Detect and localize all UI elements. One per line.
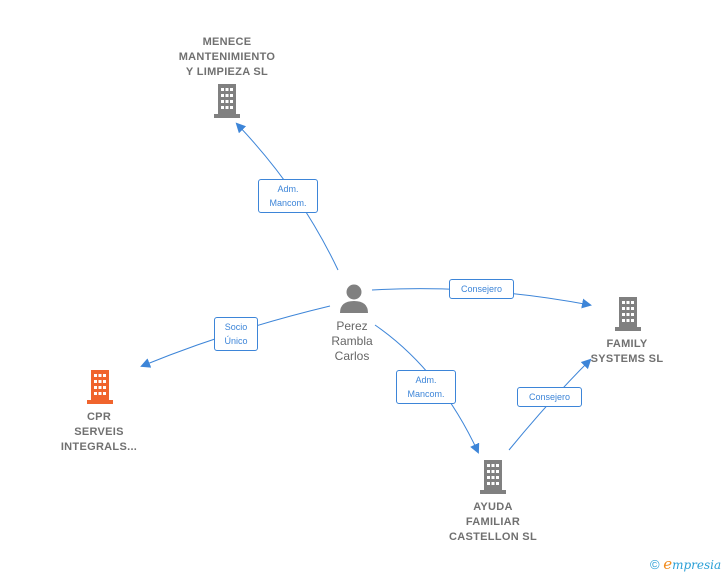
node-label-line: MANTENIMIENTO — [178, 51, 276, 63]
person-icon[interactable] — [338, 283, 370, 313]
edge-label-line: Mancom. — [269, 198, 307, 208]
node-label-person[interactable]: Perez Rambla Carlos — [316, 319, 388, 364]
node-label-line: AYUDA — [473, 501, 513, 513]
edge-label-to-family: Consejero — [449, 279, 514, 299]
node-label-cpr[interactable]: CPR SERVEIS INTEGRALS... — [39, 410, 159, 455]
edge-label-to-ayuda: Adm. Mancom. — [396, 370, 456, 404]
edge-label-line: Adm. — [277, 184, 299, 194]
node-label-line: SYSTEMS SL — [590, 353, 664, 365]
node-label-line: MENECE — [202, 36, 252, 48]
edge-label-to-cpr: Socio Único — [214, 317, 258, 351]
node-label-line: CASTELLON SL — [449, 531, 537, 543]
node-label-line: Y LIMPIEZA SL — [185, 66, 269, 78]
edge-label-line: Único — [224, 336, 248, 346]
edge-label-line: Consejero — [460, 284, 503, 294]
copyright-symbol: © — [650, 557, 660, 572]
edge-label-line: Mancom. — [407, 389, 445, 399]
node-label-line: SERVEIS — [74, 426, 124, 438]
empresia-footer: © empresia — [650, 555, 721, 573]
person-name-line: Perez — [336, 319, 368, 333]
brand-initial: e — [663, 555, 673, 573]
person-name-line: Rambla — [331, 334, 373, 348]
node-label-line: INTEGRALS... — [60, 441, 138, 453]
building-icon[interactable] — [84, 370, 116, 404]
building-icon[interactable] — [211, 84, 243, 118]
empresia-logo: empresia — [663, 555, 722, 573]
node-label-line: FAMILIAR — [465, 516, 521, 528]
node-label-ayuda[interactable]: AYUDA FAMILIAR CASTELLON SL — [438, 500, 548, 545]
node-label-line: CPR — [86, 411, 112, 423]
building-icon[interactable] — [612, 297, 644, 331]
edge-label-line: Consejero — [528, 392, 571, 402]
node-label-menece[interactable]: MENECE MANTENIMIENTO Y LIMPIEZA SL — [162, 35, 292, 80]
edge-label-line: Adm. — [415, 375, 437, 385]
node-label-line: FAMILY — [606, 338, 648, 350]
node-label-family[interactable]: FAMILY SYSTEMS SL — [577, 337, 677, 367]
brand-rest: mpresia — [672, 558, 722, 572]
edge-label-to-menece: Adm. Mancom. — [258, 179, 318, 213]
edge-label-ayuda-to-family: Consejero — [517, 387, 582, 407]
person-name-line: Carlos — [334, 349, 370, 363]
edge-label-line: Socio — [224, 322, 248, 332]
building-icon[interactable] — [477, 460, 509, 494]
